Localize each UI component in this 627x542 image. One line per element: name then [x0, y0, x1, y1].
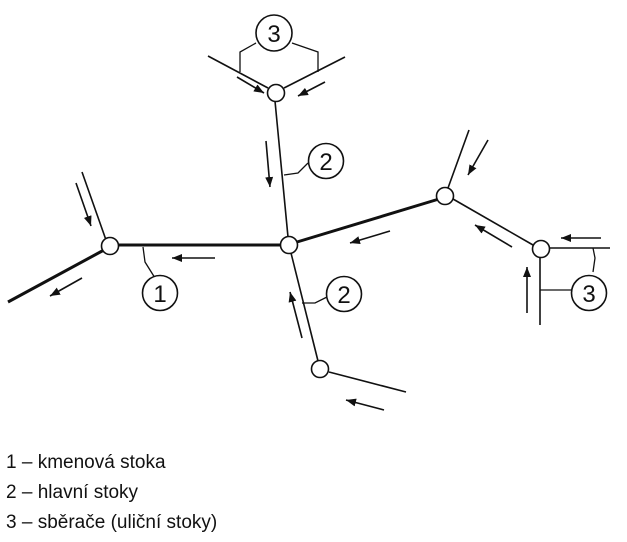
label-circle-collector-top	[255, 14, 293, 52]
arrow-main-lower	[288, 291, 303, 339]
leader-label-2-lower	[302, 296, 328, 304]
node-center	[279, 235, 299, 255]
arrow-left-branch	[75, 182, 92, 227]
main-sewer-upper	[274, 100, 289, 238]
label-collector-top: 3	[267, 21, 280, 48]
legend-text: hlavní stoky	[37, 482, 139, 503]
trunk-segment-right	[296, 197, 440, 244]
node-right	[531, 239, 551, 259]
node-bottom	[310, 359, 330, 379]
legend: 1 – kmenová stoka 2 – hlavní stoky 3 – s…	[6, 448, 217, 538]
leader-label-3-right-upper	[592, 247, 596, 273]
collector-top-left	[207, 55, 269, 89]
legend-dash: –	[21, 512, 33, 533]
leader-label-3-top	[239, 42, 257, 72]
node-left	[100, 236, 120, 256]
label-trunk: 1	[153, 281, 166, 308]
label-circle-collector-right	[570, 274, 608, 312]
label-collector-right: 3	[582, 281, 595, 308]
legend-number: 1	[6, 452, 17, 473]
arrow-top-right	[297, 81, 326, 97]
label-circle-main-upper	[307, 142, 345, 180]
legend-item-trunk: 1 – kmenová stoka	[6, 448, 217, 478]
leader-label-1	[142, 246, 156, 279]
arrow-right-upper	[467, 139, 489, 176]
arrow-right-diagonal	[474, 224, 513, 248]
arrow-top-left	[236, 76, 265, 94]
label-circle-main-lower	[325, 275, 363, 313]
label-main-lower: 2	[337, 282, 350, 309]
label-main-upper: 2	[319, 149, 332, 176]
arrow-main-upper	[265, 140, 274, 188]
collector-left-branch	[81, 171, 107, 241]
arrow-trunk-right	[349, 230, 391, 244]
trunk-segment-left	[7, 248, 105, 304]
leader-label-3-top-right	[291, 42, 319, 72]
legend-number: 3	[6, 512, 17, 533]
arrow-trunk-left	[49, 277, 83, 297]
collector-right-upper	[447, 129, 470, 189]
legend-dash: –	[21, 482, 33, 503]
arrow-bottom-collector	[345, 398, 385, 411]
main-sewer-lower	[290, 252, 319, 362]
collectors	[81, 55, 610, 393]
sewer-network-diagram: 3 2 1 2 3	[7, 14, 610, 411]
legend-dash: –	[21, 452, 33, 473]
legend-item-main: 2 – hlavní stoky	[6, 478, 217, 508]
collector-top-right	[283, 56, 346, 89]
label-circles	[141, 14, 608, 313]
node-right-upper	[435, 186, 455, 206]
label-circle-trunk	[141, 274, 179, 312]
leader-label-2-upper	[283, 162, 309, 176]
collector-right-diagonal	[452, 198, 534, 246]
flow-arrows	[49, 76, 601, 411]
legend-text: kmenová stoka	[37, 452, 166, 473]
leader-lines	[142, 42, 596, 304]
legend-item-collectors: 3 – sběrače (uliční stoky)	[6, 508, 217, 538]
junction-nodes	[100, 83, 551, 379]
trunk-sewer	[7, 197, 440, 304]
collector-bottom	[328, 371, 407, 393]
main-sewers	[274, 100, 319, 362]
legend-number: 2	[6, 482, 17, 503]
node-top	[266, 83, 286, 103]
legend-text: sběrače (uliční stoky)	[37, 512, 218, 533]
